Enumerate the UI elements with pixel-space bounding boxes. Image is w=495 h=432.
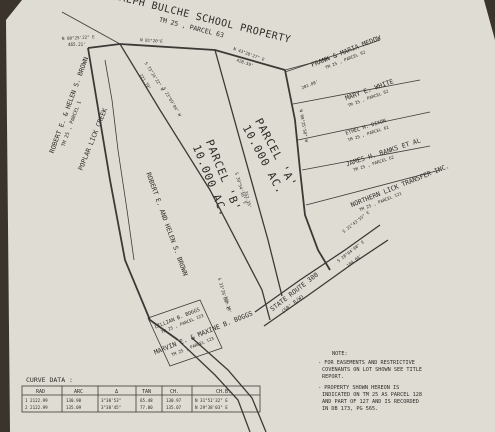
bearing-label: N 80°25'22" E [62, 34, 95, 41]
curve-cell: 3°38'45" [101, 405, 121, 410]
curve-cell: N 31°51'32" E [195, 398, 228, 403]
boundary-lines [61, 11, 441, 432]
note-line-2d: IN DB 173, PG 565. [322, 406, 378, 412]
note-line-2a: - PROPERTY SHOWN HEREON IS [318, 385, 399, 391]
curve-cell: 135.09 [66, 405, 82, 410]
bearing-label: N 81°20'E [140, 37, 163, 44]
curve-header: RAD [36, 389, 45, 395]
curve-header: Δ [115, 389, 118, 395]
curve-cell: 77.80 [140, 405, 153, 410]
curve-cell: 130.98 [66, 398, 82, 403]
curve-cell: 1 2122.99 [25, 398, 48, 403]
curve-cell: 135.07 [166, 405, 182, 410]
note-line-2c: AND PART OF 127 AND IS RECORDED [322, 399, 419, 405]
notes-heading: NOTE: [332, 351, 348, 357]
distance-label: 201.08' [301, 79, 319, 90]
curve-header: CH.B. [216, 389, 231, 395]
bearing-label: N 08°25'50" W [298, 109, 309, 143]
curve-data-table: CURVE DATA : RAD ARC Δ TAN CH. CH.B. 1 2… [21, 376, 261, 413]
curve-cell: 65.48 [140, 398, 153, 403]
curve-header: CH. [170, 389, 179, 395]
note-line-1b: COVENANTS ON LOT SHOWN SEE TITLE [322, 367, 422, 373]
note-line-1c: REPORT. [322, 374, 344, 380]
distance-label: 465.21' [68, 42, 86, 47]
curve-header: TAN [142, 389, 151, 395]
curve-cell: 2 2122.99 [25, 405, 48, 410]
distance-label: 428.59' [236, 57, 254, 68]
curve-cell: 130.97 [166, 398, 182, 403]
paper-sheet [6, 0, 495, 432]
curve-header: ARC [74, 389, 83, 395]
curve-cell: 3°30'53" [101, 398, 121, 403]
curve-cell: N 29°38'03" E [195, 405, 228, 410]
note-line-2b: INDICATED ON TM 25 AS PARCEL 128 [322, 392, 422, 398]
distance-label: 352.15' [243, 190, 253, 208]
distance-label: 155.18' [223, 295, 233, 313]
notes-block: NOTE: - FOR EASEMENTS AND RESTRICTIVE CO… [318, 351, 422, 412]
curve-data-title: CURVE DATA : [26, 376, 73, 384]
curve-table-frame [21, 385, 261, 413]
note-line-1a: - FOR EASEMENTS AND RESTRICTIVE [318, 360, 415, 366]
